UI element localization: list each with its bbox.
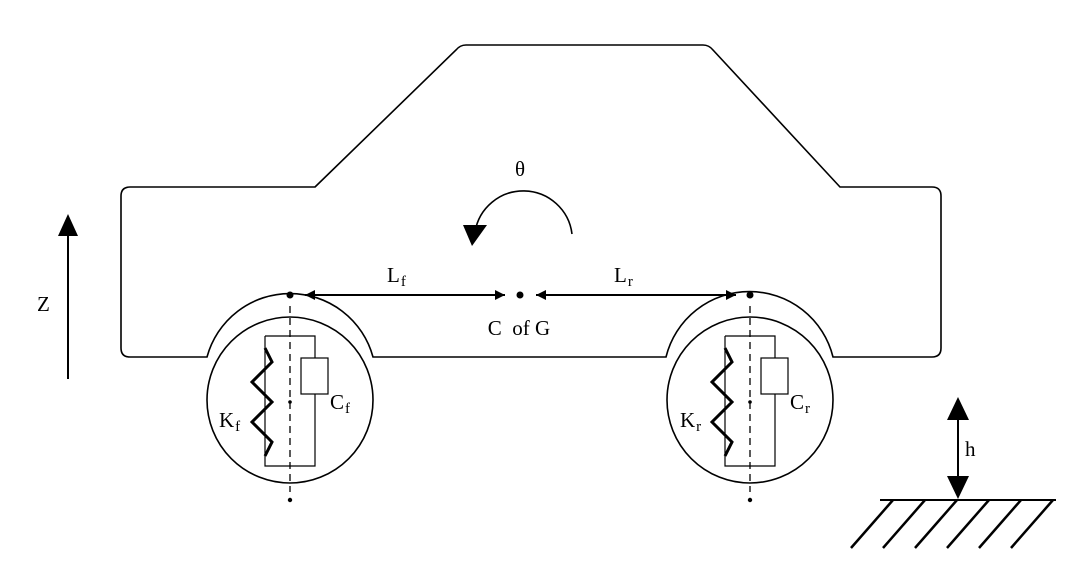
- car-body-outline: [120, 44, 942, 358]
- rear-damper: [760, 357, 789, 395]
- lf-label: Lf: [387, 263, 406, 290]
- h-arrow-top-head: [947, 397, 969, 420]
- cf-label: Cf: [330, 390, 350, 417]
- z-axis-arrowhead: [58, 214, 78, 236]
- rear-suspension: [709, 335, 789, 467]
- theta-label: θ: [515, 157, 525, 181]
- rear-attachment-point: [746, 291, 754, 299]
- front-wheel-center-dot: [288, 400, 292, 404]
- ground: [850, 499, 1056, 549]
- front-wheel: [206, 316, 374, 484]
- front-attachment-point: [286, 291, 294, 299]
- center-of-gravity-point: [516, 291, 524, 299]
- h-arrow-bottom-head: [947, 476, 969, 499]
- front-damper: [300, 357, 329, 395]
- rear-wheel: [666, 316, 834, 484]
- rear-spring: [709, 347, 735, 457]
- rotation-arrowhead: [463, 225, 487, 246]
- kf-label: Kf: [219, 408, 240, 435]
- rear-contact-point: [747, 497, 753, 503]
- cog-label: C of G: [488, 316, 550, 340]
- z-label: Z: [37, 292, 50, 316]
- front-spring: [249, 347, 275, 457]
- kr-label: Kr: [680, 408, 701, 435]
- front-suspension: [249, 335, 329, 467]
- cr-label: Cr: [790, 390, 810, 417]
- lr-label: Lr: [614, 263, 633, 290]
- rotation-arrow: [474, 190, 573, 235]
- h-label: h: [965, 437, 976, 461]
- front-contact-point: [287, 497, 293, 503]
- rear-wheel-center-dot: [748, 400, 752, 404]
